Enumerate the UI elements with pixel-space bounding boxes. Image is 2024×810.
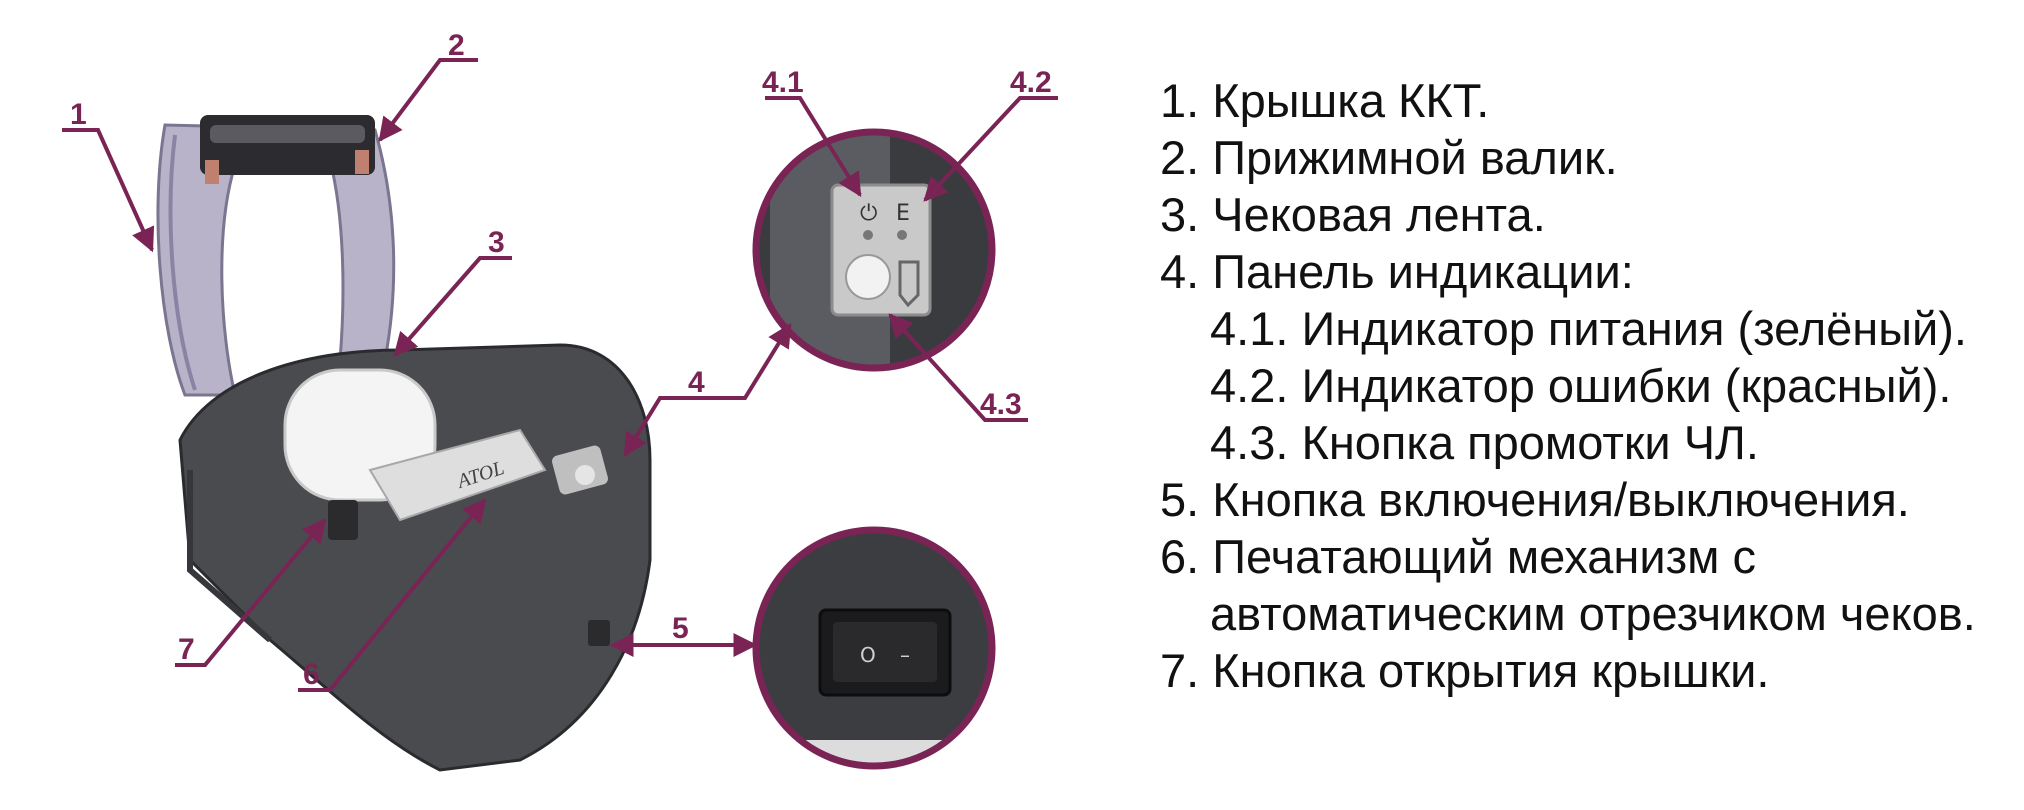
leader-4-3 bbox=[888, 313, 1028, 422]
legend-item-4-1: 4.1. Индикатор питания (зелёный). bbox=[1210, 302, 1967, 355]
printer-illustration: ATOL bbox=[156, 115, 652, 772]
leader-4 bbox=[623, 322, 792, 458]
legend-item-1: 1. Крышка ККТ. bbox=[1160, 74, 1490, 127]
callout-1: 1 bbox=[70, 98, 87, 131]
callout-5: 5 bbox=[672, 612, 689, 645]
svg-text:–: – bbox=[900, 643, 910, 667]
platen-roller bbox=[200, 115, 375, 175]
leader-2 bbox=[378, 58, 478, 142]
legend-item-5: 5. Кнопка включения/выключения. bbox=[1160, 473, 1910, 526]
callout-4-2: 4.2 bbox=[1010, 66, 1052, 99]
callout-3: 3 bbox=[488, 226, 505, 259]
callout-numbers: 1 2 3 4 4.1 4.2 4.3 5 6 7 bbox=[70, 29, 1052, 691]
rocker-switch bbox=[833, 622, 937, 682]
lid-open-button-visual bbox=[328, 500, 358, 540]
print-mechanism bbox=[368, 428, 547, 522]
leader-4-2 bbox=[923, 96, 1058, 202]
legend-item-2: 2. Прижимной валик. bbox=[1160, 131, 1618, 184]
legend-item-6: 6. Печатающий механизм с bbox=[1160, 530, 1756, 583]
leader-3 bbox=[393, 256, 512, 357]
legend-item-3: 3. Чековая лента. bbox=[1160, 188, 1546, 241]
power-led bbox=[863, 230, 873, 240]
zoom-indicator-panel: ⏻ E bbox=[752, 128, 996, 372]
svg-text:O: O bbox=[860, 643, 876, 667]
leader-lines bbox=[62, 58, 1058, 692]
callout-4: 4 bbox=[688, 366, 705, 399]
svg-text:⏻: ⏻ bbox=[860, 201, 877, 226]
callout-6: 6 bbox=[303, 658, 320, 691]
zoom-power-switch: O – bbox=[752, 526, 996, 770]
legend: 1. Крышка ККТ. 2. Прижимной валик. 3. Че… bbox=[1160, 72, 1976, 699]
error-led bbox=[897, 230, 907, 240]
callout-2: 2 bbox=[448, 29, 465, 62]
legend-item-7: 7. Кнопка открытия крышки. bbox=[1160, 644, 1770, 697]
legend-item-4-2: 4.2. Индикатор ошибки (красный). bbox=[1210, 359, 1952, 412]
svg-text:E: E bbox=[896, 201, 910, 226]
leader-4-1 bbox=[765, 96, 862, 198]
legend-item-4-3: 4.3. Кнопка промотки ЧЛ. bbox=[1210, 416, 1759, 469]
leader-6 bbox=[298, 498, 487, 692]
callout-4-3: 4.3 bbox=[980, 388, 1022, 421]
callout-7: 7 bbox=[178, 633, 195, 666]
legend-item-4: 4. Панель индикации: bbox=[1160, 245, 1634, 298]
legend-item-6-cont: автоматическим отрезчиком чеков. bbox=[1210, 587, 1976, 640]
leader-1 bbox=[62, 128, 155, 253]
side-switch-visual bbox=[588, 620, 610, 646]
leader-7 bbox=[175, 518, 327, 667]
feed-button-visual bbox=[845, 254, 891, 300]
callout-4-1: 4.1 bbox=[762, 66, 804, 99]
